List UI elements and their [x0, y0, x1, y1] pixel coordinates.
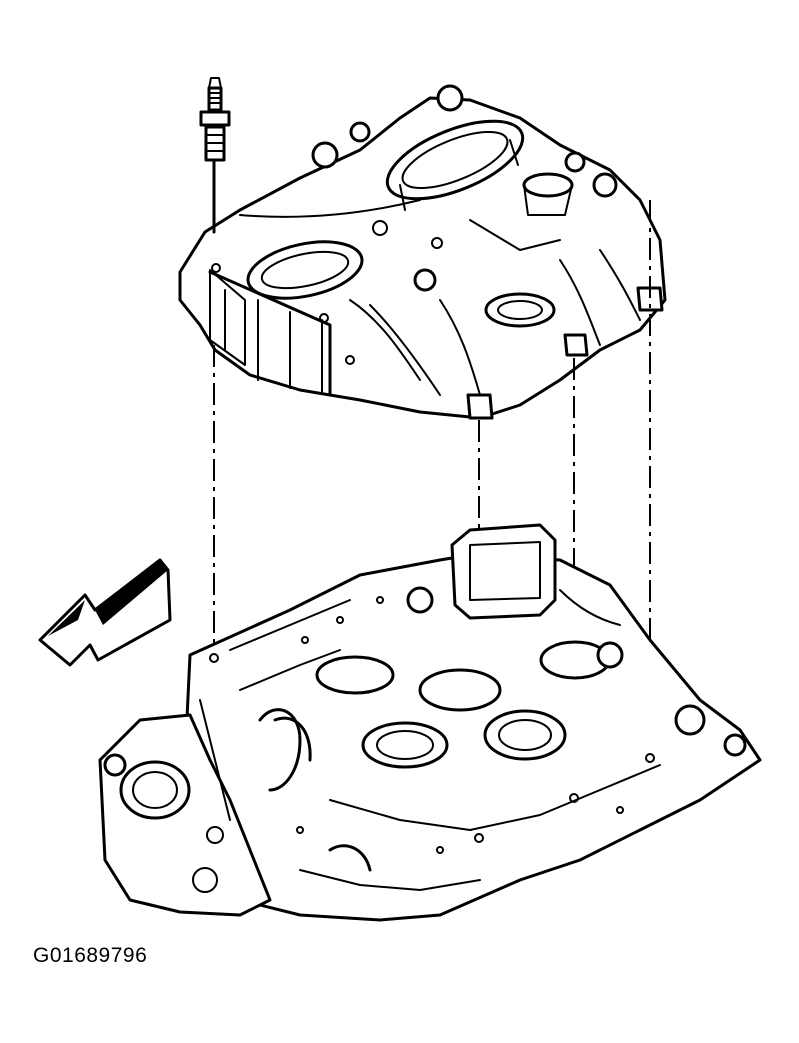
stud-bolt-icon — [199, 77, 231, 234]
figure-id-label: G01689796 — [33, 944, 148, 967]
lower-intake-and-cylinder-heads — [98, 523, 762, 922]
front-direction-arrow-icon — [38, 558, 172, 667]
upper-intake-manifold — [178, 84, 667, 420]
